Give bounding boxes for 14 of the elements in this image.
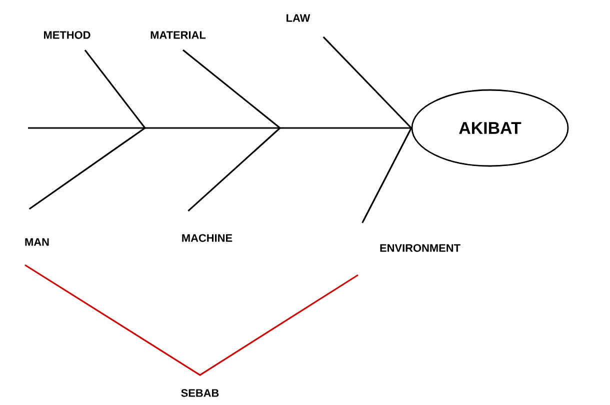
cause-label: ENVIRONMENT: [380, 244, 460, 252]
fishbone-line: [84, 50, 146, 128]
fishbone-line: [188, 127, 281, 212]
cause-label: MAN: [25, 238, 49, 246]
cause-label: LAW: [286, 14, 310, 22]
fishbone-line: [28, 127, 146, 210]
cause-label: METHOD: [44, 31, 90, 39]
fishbone-line: [182, 49, 280, 129]
cause-label: SEBAB: [181, 389, 219, 397]
fishbone-line: [28, 127, 412, 129]
cause-label: MATERIAL: [150, 31, 206, 39]
fishbone-line: [322, 36, 412, 129]
fishbone-line: [362, 128, 412, 224]
cause-label: MACHINE: [182, 234, 232, 242]
